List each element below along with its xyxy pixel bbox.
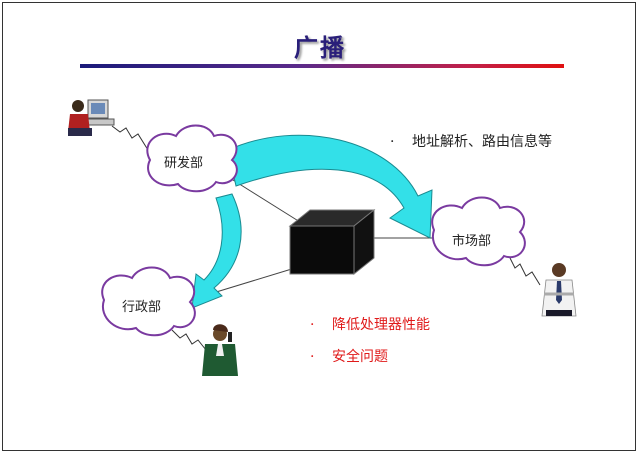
cloud-research [146, 124, 238, 193]
node-label-market: 市场部 [452, 234, 492, 249]
bullet-text: 降低处理器性能 [332, 317, 430, 333]
wire-admin [171, 329, 207, 351]
bullet-dot: · [310, 317, 315, 333]
bullet-dot: · [390, 134, 395, 150]
bullet-dot: · [310, 349, 315, 365]
bullet-item: · 地址解析、路由信息等 [390, 131, 552, 151]
cloud-admin [101, 266, 196, 337]
computer-user-icon [68, 99, 115, 136]
businessman-icon [541, 263, 577, 317]
bullet-item: · 降低处理器性能 [310, 314, 430, 334]
broadcast-arrow-market [227, 134, 433, 239]
wire-research [111, 125, 149, 151]
bullet-item: · 安全问题 [310, 346, 388, 366]
node-label-research: 研发部 [164, 156, 204, 171]
bullet-text: 安全问题 [332, 349, 388, 365]
broadcast-arrow-admin [191, 193, 242, 309]
woman-phone-icon [202, 324, 238, 376]
title-underline [80, 64, 564, 68]
bullet-text: 地址解析、路由信息等 [412, 134, 552, 150]
cloud-market [431, 196, 526, 267]
switch-device-icon [288, 208, 376, 276]
slide-title: 广播 [294, 34, 346, 62]
wire-market [509, 257, 541, 286]
node-label-admin: 行政部 [122, 300, 162, 315]
